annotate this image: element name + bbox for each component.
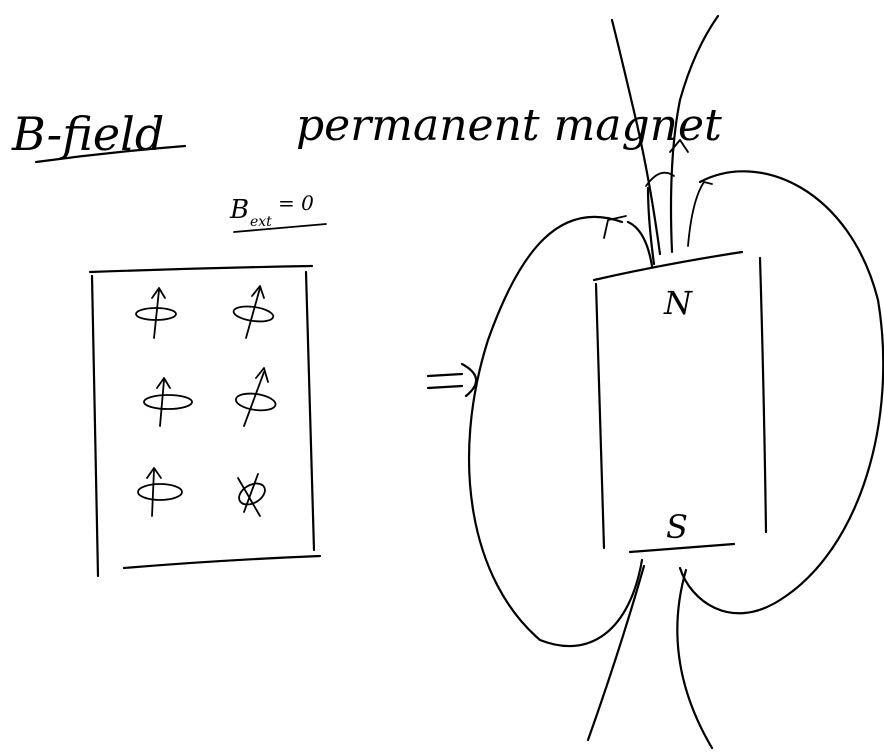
condition-label-base: B — [229, 195, 249, 225]
dipole-arrow-head — [251, 285, 265, 299]
field-line-right-inner — [687, 181, 713, 247]
box-left-edge — [90, 274, 100, 578]
dipole-cross-line — [243, 473, 259, 513]
field-line-top-left — [610, 18, 662, 256]
field-lines — [467, 14, 884, 750]
field-line-left-top — [626, 220, 654, 268]
condition-label-rest: = 0 — [278, 191, 314, 215]
field-line-right-loop — [678, 170, 884, 615]
field-line-bottom-left — [586, 564, 646, 742]
condition-underline — [233, 223, 327, 233]
dipole — [135, 287, 177, 339]
dipole-arrow-shaft — [245, 287, 261, 339]
dipole — [143, 377, 193, 427]
dipole-arrow-shaft — [153, 289, 160, 339]
dipole — [234, 367, 277, 427]
title-underline — [34, 144, 187, 164]
implies-arrow-line-top — [426, 372, 464, 378]
dipole — [232, 285, 275, 339]
box-top-edge — [88, 264, 314, 274]
box-right-edge — [304, 270, 316, 552]
field-line-top-right — [669, 14, 720, 254]
magnet-top-edge — [592, 250, 744, 282]
box-bottom-edge — [122, 554, 322, 570]
implies-arrow-line-bottom — [426, 384, 464, 390]
field-line-top-arrow-1 — [645, 171, 675, 187]
title-text: B-field — [11, 107, 164, 161]
dipole-arrow-head — [255, 367, 269, 383]
dipole — [137, 467, 183, 517]
condition-label: B ext = 0 — [229, 191, 314, 230]
dipole-loop — [232, 305, 275, 323]
south-pole-label: S — [666, 508, 688, 546]
condition-label-subscript: ext — [250, 214, 272, 230]
north-pole-label: N — [663, 284, 693, 322]
field-line-bottom-right — [676, 568, 714, 750]
field-line-left-loop — [467, 215, 644, 648]
implies-arrow-head — [460, 362, 478, 398]
field-line-top-inner-left — [646, 186, 656, 266]
dipole-loop — [143, 394, 193, 410]
dipole-loop — [234, 392, 277, 412]
magnet-bottom-edge — [628, 542, 736, 554]
magnet-left-edge — [594, 282, 606, 550]
dipole-arrow-head — [146, 467, 162, 479]
material-box — [88, 264, 322, 578]
implies-arrow — [426, 362, 478, 398]
dipole-arrow-head — [156, 377, 171, 389]
dipole-loop — [238, 482, 266, 506]
dipole-arrow-shaft — [151, 469, 155, 517]
dipole-arrow-shaft — [243, 371, 265, 427]
dipole — [237, 473, 266, 517]
dipole-arrow-head — [151, 287, 166, 299]
magnet-right-edge — [758, 256, 768, 534]
dipole-loop — [137, 483, 183, 501]
field-line-left-arrow — [603, 215, 627, 239]
dipole-loop — [135, 307, 177, 321]
field-line-top-arrow-2 — [669, 139, 689, 153]
dipole-arrow-shaft — [159, 379, 165, 427]
subtitle-text: permanent magnet — [296, 100, 722, 151]
magnet-body — [592, 250, 768, 554]
